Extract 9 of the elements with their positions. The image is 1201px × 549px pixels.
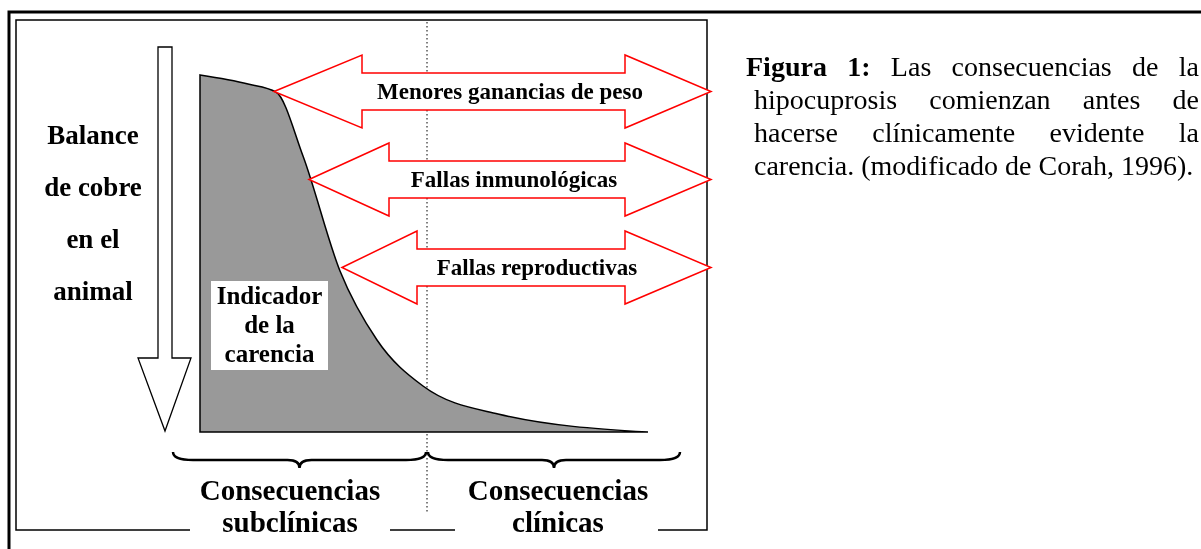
axis-label: Balance de cobre en el animal	[43, 119, 143, 308]
banner-label: Fallas reproductivas	[436, 253, 638, 282]
double-headed-banner	[309, 143, 711, 216]
figure-caption: Figura 1: Las consecuencias de la hipocuprosis comienzan antes de hacerse clínicamente evidente la carencia. (modificado de Corah, 1996).	[746, 50, 1199, 182]
double-headed-banner	[274, 55, 711, 128]
double-headed-banner	[342, 231, 711, 304]
indicator-label: Indicador de la carencia	[211, 281, 328, 370]
banner-label: Menores ganancias de peso	[377, 77, 643, 106]
banner-label: Fallas inmunológicas	[410, 165, 618, 194]
